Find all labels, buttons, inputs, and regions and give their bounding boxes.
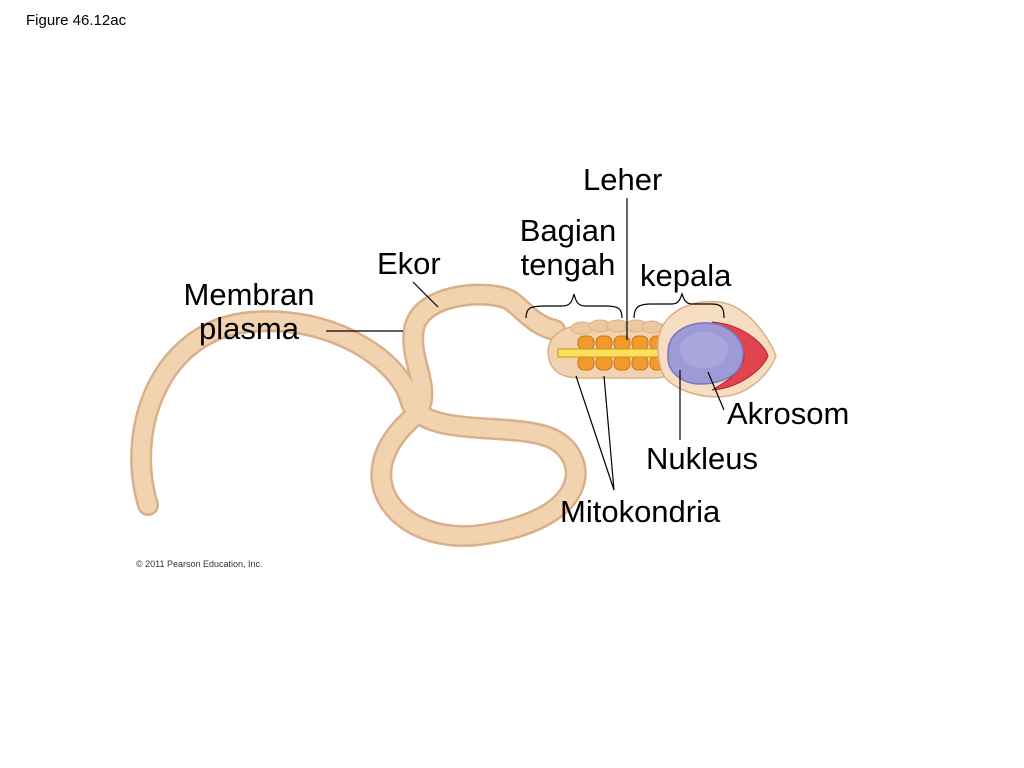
- label-membran-line2: plasma: [199, 311, 299, 346]
- label-nukleus: Nukleus: [646, 441, 758, 476]
- midpiece-brace: [525, 293, 623, 319]
- copyright-notice: © 2011 Pearson Education, Inc.: [136, 559, 263, 569]
- label-bagian-tengah-line1: Bagian: [519, 213, 617, 248]
- nucleus-highlight: [680, 332, 728, 368]
- label-akrosom: Akrosom: [727, 396, 850, 431]
- label-membran-plasma: Membran plasma: [176, 278, 322, 346]
- akrosom-leader: [707, 371, 725, 411]
- label-leher: Leher: [583, 162, 663, 197]
- tail: [132, 286, 585, 545]
- label-bagian-tengah-line2: tengah: [520, 247, 616, 282]
- figure-title: Figure 46.12ac: [26, 12, 127, 29]
- mitokondria-leader-1: [575, 375, 615, 491]
- head-brace: [633, 292, 725, 319]
- ekor-leader: [412, 281, 439, 308]
- label-mitokondria: Mitokondria: [560, 494, 721, 529]
- axial-filament: [557, 348, 667, 358]
- midpiece-ridges: [570, 319, 663, 335]
- label-kepala: kepala: [640, 258, 732, 293]
- label-membran-line1: Membran: [183, 277, 315, 312]
- mitokondria-leader-2: [603, 375, 615, 491]
- label-ekor: Ekor: [377, 246, 441, 281]
- label-bagian-tengah: Bagian tengah: [513, 214, 623, 282]
